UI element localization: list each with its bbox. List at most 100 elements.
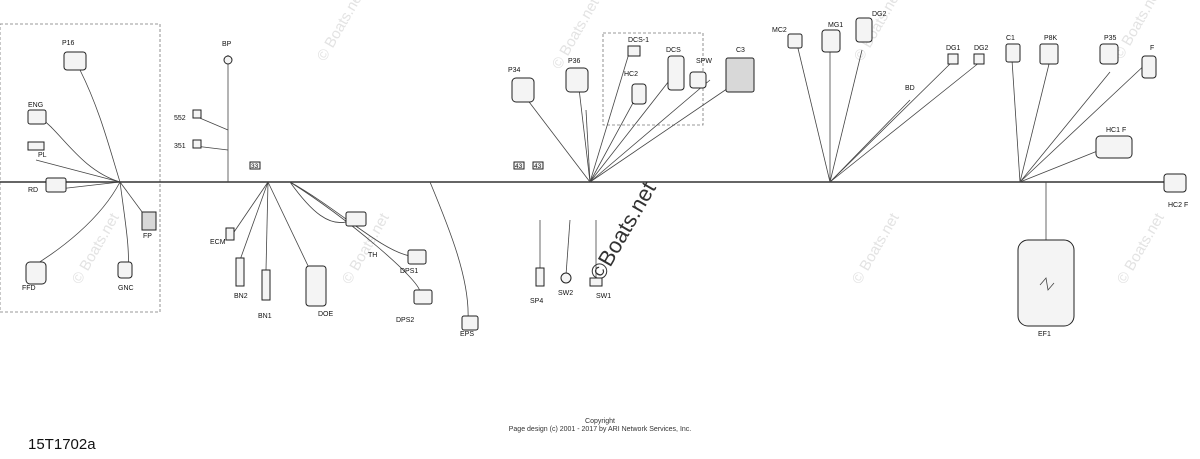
svg-text:SP4: SP4 xyxy=(530,298,543,305)
svg-text:552: 552 xyxy=(174,115,186,122)
wire-tag-43a: 43 xyxy=(513,161,525,170)
copyright-notice: Copyright Page design (c) 2001 - 2017 by… xyxy=(440,418,760,434)
svg-text:EF1: EF1 xyxy=(1038,331,1051,338)
svg-text:P34: P34 xyxy=(508,67,521,74)
svg-text:DOE: DOE xyxy=(318,311,334,318)
watermark: © Boats.net xyxy=(69,210,123,287)
svg-text:GNC: GNC xyxy=(118,285,134,292)
component-eps: EPS xyxy=(460,315,479,338)
component-dcs1: DCS-1 xyxy=(627,37,649,57)
component-p8k: P8K xyxy=(1039,35,1059,65)
component-th: TH xyxy=(345,211,377,259)
center-branches xyxy=(519,49,741,282)
component-dcs: DCS xyxy=(666,47,685,91)
svg-text:EPS: EPS xyxy=(460,331,474,338)
svg-text:351: 351 xyxy=(174,143,186,150)
svg-text:C3: C3 xyxy=(736,47,745,54)
component-mg1: MG1 xyxy=(821,22,843,53)
svg-text:SPW: SPW xyxy=(696,58,712,65)
component-p35: P35 xyxy=(1099,35,1119,65)
copyright-line1: Copyright xyxy=(585,418,615,425)
svg-text:FP: FP xyxy=(143,233,152,240)
watermark: © Boats.net xyxy=(1111,0,1165,62)
component-sw2: SW2 xyxy=(558,272,573,297)
svg-text:TH: TH xyxy=(368,252,377,259)
component-dg1: DG1 xyxy=(946,45,961,65)
svg-text:DPS2: DPS2 xyxy=(396,317,414,324)
svg-text:DG2: DG2 xyxy=(974,45,989,52)
diagram-id: 15T1702a xyxy=(28,436,96,453)
svg-text:C1: C1 xyxy=(1006,35,1015,42)
svg-text:HC1 F: HC1 F xyxy=(1106,127,1126,134)
left-branches xyxy=(29,69,149,269)
svg-text:BD: BD xyxy=(905,85,915,92)
svg-text:DCS: DCS xyxy=(666,47,681,54)
svg-text:BN1: BN1 xyxy=(258,313,272,320)
svg-text:SW2: SW2 xyxy=(558,290,573,297)
component-bn2: BN2 xyxy=(234,257,248,300)
watermark: © Boats.net xyxy=(849,210,903,287)
component-bd: BD xyxy=(905,85,915,92)
svg-text:P8K: P8K xyxy=(1044,35,1058,42)
watermark: © Boats.net xyxy=(1114,210,1168,287)
svg-text:BN2: BN2 xyxy=(234,293,248,300)
wire-tag-43b: 43 xyxy=(532,161,544,170)
component-sw1: SW1 xyxy=(589,277,611,300)
component-hc2: HC2 xyxy=(624,71,647,105)
svg-text:HC2: HC2 xyxy=(624,71,638,78)
svg-text:P35: P35 xyxy=(1104,35,1117,42)
component-c3: C3 xyxy=(725,47,755,93)
svg-text:SW1: SW1 xyxy=(596,293,611,300)
svg-text:MG1: MG1 xyxy=(828,22,843,29)
center-subassembly-box xyxy=(602,32,704,126)
component-c1: C1 xyxy=(1005,35,1021,63)
component-sp4: SP4 xyxy=(530,267,545,305)
component-p36: P36 xyxy=(565,58,589,93)
svg-text:43: 43 xyxy=(534,163,542,170)
svg-text:43: 43 xyxy=(515,163,523,170)
component-dg2b: DG2 xyxy=(973,45,989,65)
component-mc2: MC2 xyxy=(772,27,803,49)
copyright-line2: Page design (c) 2001 - 2017 by ARI Netwo… xyxy=(508,426,692,433)
component-gnc: GNC xyxy=(117,261,134,292)
watermark: © Boats.net xyxy=(314,0,368,64)
component-hc2-right: HC2 F xyxy=(1163,173,1188,209)
component-fp: FP xyxy=(141,211,157,240)
svg-text:BP: BP xyxy=(222,41,232,48)
svg-text:FFD: FFD xyxy=(22,285,36,292)
svg-text:ENG: ENG xyxy=(28,102,43,109)
svg-text:P36: P36 xyxy=(568,58,581,65)
svg-text:P16: P16 xyxy=(62,40,75,47)
component-ef1: EF1 xyxy=(1017,239,1075,338)
svg-text:PL: PL xyxy=(38,152,47,159)
component-ffd: FFD xyxy=(22,261,47,292)
component-bn1: BN1 xyxy=(258,269,272,320)
component-eng: ENG xyxy=(27,102,47,125)
watermarks: © Boats.net © Boats.net © Boats.net © Bo… xyxy=(69,0,1168,287)
svg-text:DG2: DG2 xyxy=(872,11,887,18)
component-spw: SPW xyxy=(689,58,712,89)
component-hc1: HC1 F xyxy=(1095,127,1133,159)
component-f: F xyxy=(1141,45,1157,79)
svg-text:DG1: DG1 xyxy=(946,45,961,52)
svg-text:DCS-1: DCS-1 xyxy=(628,37,649,44)
component-dg2: DG2 xyxy=(855,11,887,43)
lower-left-branches xyxy=(231,181,469,321)
right-branches xyxy=(795,39,1151,240)
wire-tag-33: 33 xyxy=(249,161,261,170)
svg-text:MC2: MC2 xyxy=(772,27,787,34)
svg-text:HC2 F: HC2 F xyxy=(1168,202,1188,209)
component-351: 351 xyxy=(174,139,229,151)
component-dps1: DPS1 xyxy=(400,249,427,275)
svg-text:DPS1: DPS1 xyxy=(400,268,418,275)
component-pl: PL xyxy=(27,141,47,159)
component-doe: DOE xyxy=(305,265,334,318)
svg-text:F: F xyxy=(1150,45,1154,52)
component-dps2: DPS2 xyxy=(396,289,433,324)
svg-text:33: 33 xyxy=(251,163,259,170)
svg-text:RD: RD xyxy=(28,187,38,194)
component-p16: P16 xyxy=(62,40,87,71)
component-bp: BP xyxy=(222,41,233,182)
svg-text:ECM: ECM xyxy=(210,239,226,246)
left-subassembly-box xyxy=(0,23,161,313)
